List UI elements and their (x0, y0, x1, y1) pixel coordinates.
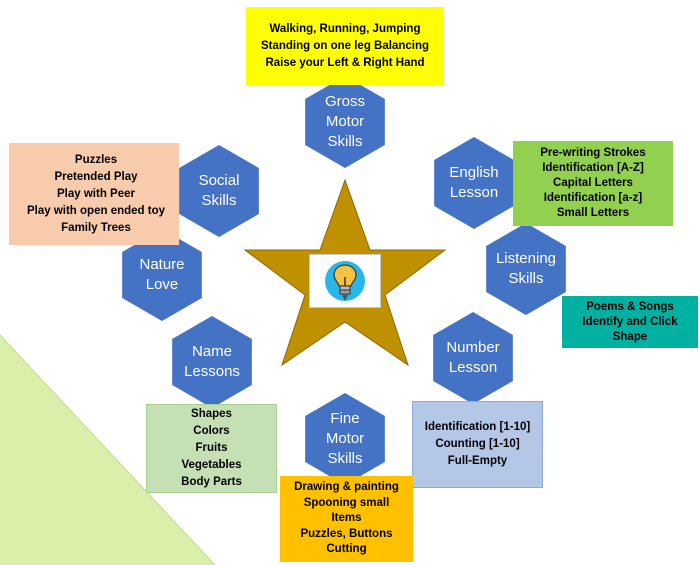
box-item: Pre-writing Strokes (540, 147, 646, 159)
box-item: Identify and Click (582, 315, 678, 328)
box-item: Drawing & painting (294, 481, 399, 494)
hex-label-line: Social (198, 172, 240, 189)
hex-label-line: Nature (139, 256, 185, 273)
box-item: Play with Peer (57, 187, 135, 200)
hex-name-lessons: Name Lessons (172, 316, 252, 408)
box-item: Pretended Play (54, 170, 138, 183)
hex-number-lesson: Number Lesson (433, 312, 513, 404)
number-lesson-box: Identification [1-10] Counting [1-10] Fu… (412, 401, 543, 488)
box-item: Standing on one leg Balancing (260, 39, 430, 52)
box-item: Vegetables (181, 459, 242, 471)
box-item: Puzzles (74, 153, 118, 166)
center-icon-frame (309, 254, 381, 308)
box-item: Fruits (195, 442, 228, 454)
listening-skills-box: Poems & Songs Identify and Click Shape (562, 296, 698, 348)
box-item: Shapes (191, 408, 232, 420)
hex-label-line: Skills (327, 450, 363, 467)
box-item: Raise your Left & Right Hand (265, 56, 425, 69)
hex-label-line: Lessons (184, 363, 240, 380)
hex-label-line: Gross (324, 93, 365, 110)
social-skills-box: Puzzles Pretended Play Play with Peer Pl… (9, 143, 179, 245)
box-item: Identification [a-z] (543, 192, 643, 204)
box-item: Body Parts (181, 476, 242, 488)
box-item: Colors (193, 425, 230, 437)
box-item: Family Trees (61, 221, 131, 234)
box-item: Cutting (326, 543, 367, 556)
box-item: Small Letters (556, 207, 630, 219)
hex-listening-skills: Listening Skills (486, 223, 566, 315)
hex-label-line: Motor (325, 113, 365, 130)
box-item: Counting [1-10] (435, 438, 520, 450)
hex-label-line: Lesson (449, 184, 499, 201)
english-lesson-box: Pre-writing Strokes Identification [A-Z]… (513, 141, 673, 226)
hex-label-line: Fine (330, 410, 360, 427)
box-item: Poems & Songs (586, 300, 674, 313)
box-item: Capital Letters (553, 177, 633, 189)
hex-label-line: Number (446, 339, 500, 356)
box-item: Identification [1-10] (424, 421, 531, 433)
hex-label-line: Listening (495, 250, 557, 267)
box-item: Shape (612, 330, 648, 343)
box-item: Play with open ended toy (26, 204, 166, 217)
hex-label-line: Skills (201, 192, 237, 209)
box-item: Items (331, 512, 362, 525)
hex-label-line: Lesson (448, 359, 498, 376)
hex-label-line: Name (191, 343, 232, 360)
hex-label-line: Motor (325, 430, 365, 447)
box-item: Full-Empty (447, 455, 508, 467)
box-item: Identification [A-Z] (542, 162, 644, 174)
name-lessons-box: Shapes Colors Fruits Vegetables Body Par… (146, 404, 277, 493)
hex-label-line: Skills (508, 270, 544, 287)
hex-label-line: Skills (327, 133, 363, 150)
box-item: Puzzles, Buttons (300, 527, 393, 540)
lightbulb-icon (325, 261, 365, 301)
hex-label-line: English (449, 164, 499, 181)
box-item: Walking, Running, Jumping (269, 22, 421, 35)
hex-label-line: Love (145, 276, 179, 293)
gross-motor-box: Walking, Running, Jumping Standing on on… (246, 7, 444, 85)
box-item: Spooning small (303, 496, 390, 509)
hex-fine-motor-skills: Fine Motor Skills (305, 393, 385, 485)
fine-motor-box: Drawing & painting Spooning small Items … (280, 476, 413, 562)
